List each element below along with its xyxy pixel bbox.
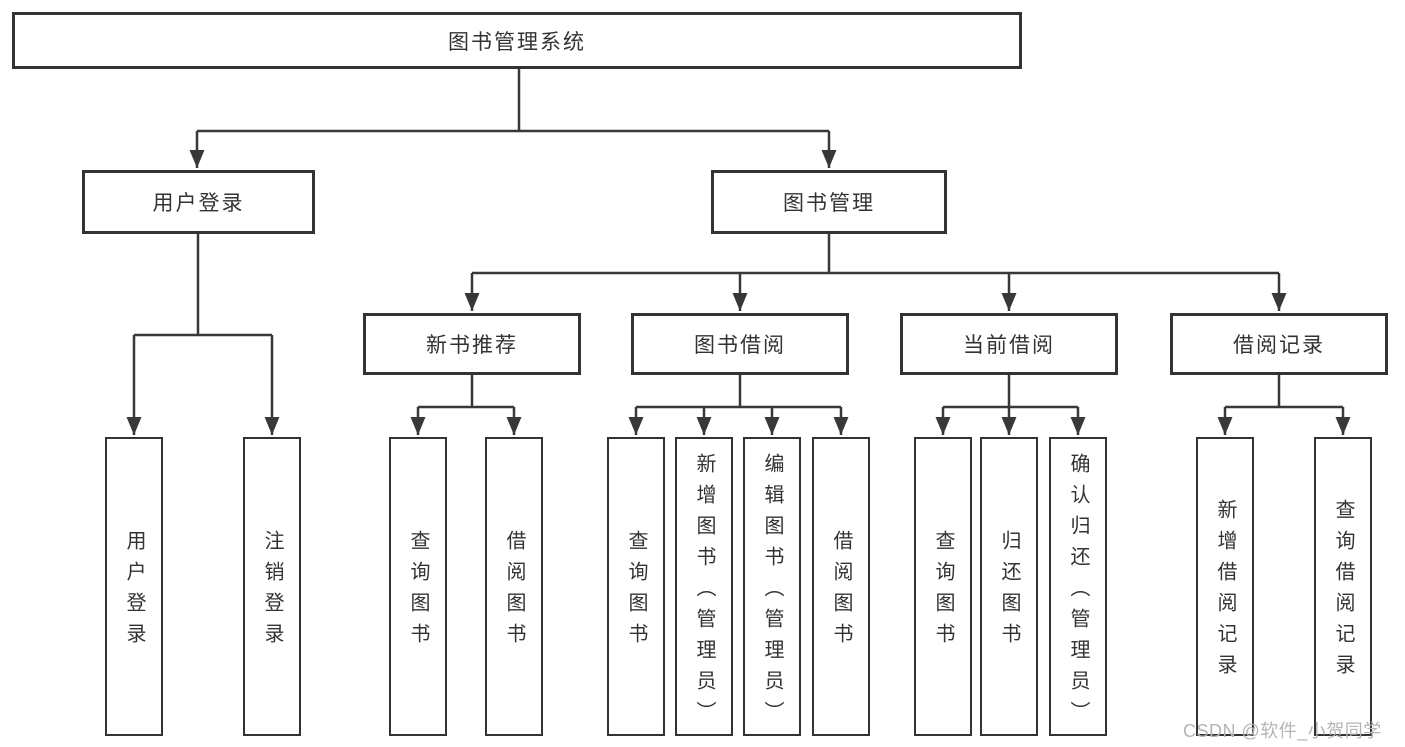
leaf-query-books-borrow: 查询图书 bbox=[607, 437, 665, 736]
leaf-return-book: 归还图书 bbox=[980, 437, 1038, 736]
connector-user-login-children bbox=[126, 234, 280, 435]
connector-root-to-level2 bbox=[189, 69, 837, 168]
connector-newbook-children bbox=[410, 375, 522, 435]
leaf-confirm-return-admin: 确认归还（管理员） bbox=[1049, 437, 1107, 736]
leaf-query-books-recommend: 查询图书 bbox=[389, 437, 447, 736]
node-book-management: 图书管理 bbox=[711, 170, 947, 234]
node-user-login: 用户登录 bbox=[82, 170, 315, 234]
leaf-query-books-current: 查询图书 bbox=[914, 437, 972, 736]
leaf-logout: 注销登录 bbox=[243, 437, 301, 736]
csdn-watermark: CSDN @软件_小贺同学 bbox=[1183, 721, 1382, 741]
connector-borrow-children bbox=[628, 375, 849, 435]
leaf-add-book-admin: 新增图书（管理员） bbox=[675, 437, 733, 736]
leaf-add-borrow-record: 新增借阅记录 bbox=[1196, 437, 1254, 736]
node-book-borrow: 图书借阅 bbox=[631, 313, 849, 375]
leaf-query-borrow-record: 查询借阅记录 bbox=[1314, 437, 1372, 736]
node-library-system: 图书管理系统 bbox=[12, 12, 1022, 69]
node-borrow-records: 借阅记录 bbox=[1170, 313, 1388, 375]
connector-current-children bbox=[935, 375, 1086, 435]
node-new-book-recommend: 新书推荐 bbox=[363, 313, 581, 375]
node-current-borrow: 当前借阅 bbox=[900, 313, 1118, 375]
connector-records-children bbox=[1217, 375, 1351, 435]
leaf-user-login: 用户登录 bbox=[105, 437, 163, 736]
leaf-edit-book-admin: 编辑图书（管理员） bbox=[743, 437, 801, 736]
leaf-borrow-book: 借阅图书 bbox=[812, 437, 870, 736]
leaf-borrow-books-recommend: 借阅图书 bbox=[485, 437, 543, 736]
connector-book-mgmt-children bbox=[464, 234, 1287, 311]
